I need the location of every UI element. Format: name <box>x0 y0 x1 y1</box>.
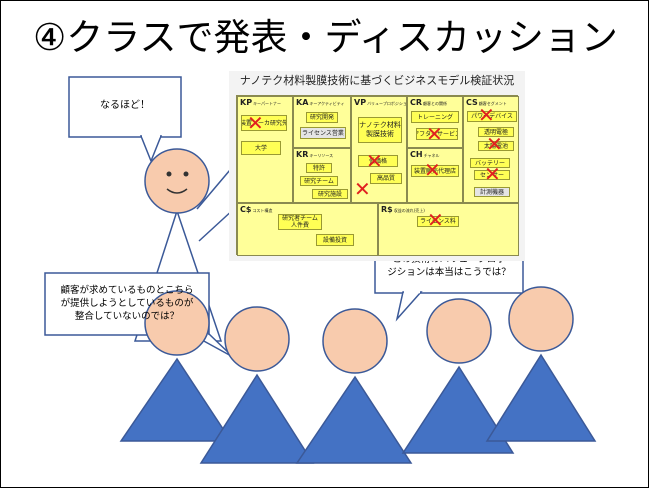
note-cr-training: トレーニング <box>411 111 459 123</box>
cross-mark: ✕ <box>424 158 441 182</box>
kr-code: KR <box>296 150 309 159</box>
note-ka-license: ライセンス営業 <box>300 127 346 139</box>
note-kr-team: 研究チーム <box>300 176 338 186</box>
note-cs-measure: 計測機器 <box>474 187 510 197</box>
note-cost-team: 研究者チーム 人件費 <box>278 214 322 230</box>
cross-mark: ✕ <box>486 132 503 156</box>
kr-sub: キーリソース <box>309 153 334 158</box>
note-cs-sensor: センサー <box>474 170 510 180</box>
note-vp-cost: 低価格 <box>358 155 398 167</box>
business-model-canvas: ナノテク材料製膜技術に基づくビジネスモデル検証状況 KPキーパートナー 装置メー… <box>229 71 525 261</box>
ch-sub: チャネル <box>423 153 440 158</box>
student-left-bubble-text: 顧客が求めているものとこちら が提供しようとしているものが 整合していないのでは… <box>60 285 194 322</box>
block-channels: CHチャネル 装置販売代理店 ✕ <box>407 148 463 203</box>
note-kp-university: 大学 <box>241 141 281 155</box>
revenue-sub: 収益の流れ(売上) <box>393 208 425 213</box>
note-cost-equipment: 設備投資 <box>316 234 354 246</box>
canvas-grid: KPキーパートナー 装置メーカ研究先 ✕ 大学 KAキーアクティビティ 研究開発… <box>236 95 519 256</box>
student-figure-2 <box>199 306 315 464</box>
ch-code: CH <box>410 150 423 159</box>
cross-mark: ✕ <box>426 122 443 146</box>
cost-code: C$ <box>240 205 252 214</box>
note-cs-electrode: 透明電極 <box>478 127 514 137</box>
block-revenue-streams: R$収益の流れ(売上) ライセンス料 ✕ <box>378 203 519 256</box>
note-vp-quality: 高品質 <box>370 173 402 184</box>
teacher-speech-bubble <box>68 76 182 164</box>
student-figure-3 <box>295 308 413 464</box>
vp-code: VP <box>354 98 367 107</box>
block-cost-structure: C$コスト構造 研究者チーム 人件費 設備投資 <box>237 203 378 256</box>
note-kp-equipment: 装置メーカ研究先 <box>241 115 287 131</box>
note-kr-patent: 特許 <box>306 163 332 173</box>
kp-sub: キーパートナー <box>253 101 282 106</box>
note-vp-tech: ナノテク材料 製膜技術 <box>358 117 402 143</box>
note-cr-sales: アフターサービス <box>416 128 458 140</box>
teacher-bubble-text: なるほど！ <box>100 100 150 111</box>
cs-sub: 顧客セグメント <box>478 101 507 106</box>
cr-code: CR <box>410 98 423 107</box>
block-customer-relationships: CR顧客との関係 トレーニング アフターサービス ✕ <box>407 96 463 148</box>
revenue-code: R$ <box>381 205 393 214</box>
student-figure-1 <box>119 290 233 442</box>
note-ch-direct: 装置販売代理店 <box>411 165 459 177</box>
block-customer-segments: CS顧客セグメント パワーデバイス ✕ 透明電極 太陽電池 ✕ バッテリー セン… <box>463 96 519 203</box>
block-value-proposition: VPバリュープロポジション(提供価値) ナノテク材料 製膜技術 低価格 ✕ 高品… <box>351 96 430 203</box>
cross-mark: ✕ <box>478 103 495 127</box>
note-cs-power: パワーデバイス <box>467 111 517 122</box>
block-key-resources: KRキーリソース 特許 研究チーム 研究施設 <box>293 148 351 203</box>
cross-mark: ✕ <box>354 177 371 201</box>
cross-mark: ✕ <box>484 162 501 186</box>
block-key-partners: KPキーパートナー 装置メーカ研究先 ✕ 大学 <box>237 96 293 203</box>
cross-mark: ✕ <box>427 208 444 232</box>
note-cs-battery: バッテリー <box>470 158 510 168</box>
block-key-activities: KAキーアクティビティ 研究開発 ライセンス営業 <box>293 96 351 148</box>
ka-sub: キーアクティビティ <box>309 101 345 106</box>
cr-sub: 顧客との関係 <box>423 101 447 106</box>
note-ka-research: 研究開発 <box>306 112 338 123</box>
note-cs-solar: 太陽電池 <box>478 141 514 151</box>
student-figure-4 <box>401 298 515 454</box>
cross-mark: ✕ <box>366 149 383 173</box>
cs-code: CS <box>466 98 478 107</box>
student-figure-5 <box>485 286 597 442</box>
note-revenue-license: ライセンス料 <box>417 216 459 227</box>
cross-mark: ✕ <box>247 111 264 135</box>
cost-sub: コスト構造 <box>252 208 273 213</box>
slide-title: ④クラスで発表・ディスカッション <box>33 16 618 59</box>
canvas-title: ナノテク材料製膜技術に基づくビジネスモデル検証状況 <box>239 74 515 87</box>
note-kr-facility: 研究施設 <box>312 189 348 199</box>
ka-code: KA <box>296 98 309 107</box>
vp-sub: バリュープロポジション(提供価値) <box>367 101 430 106</box>
kp-code: KP <box>240 98 253 107</box>
